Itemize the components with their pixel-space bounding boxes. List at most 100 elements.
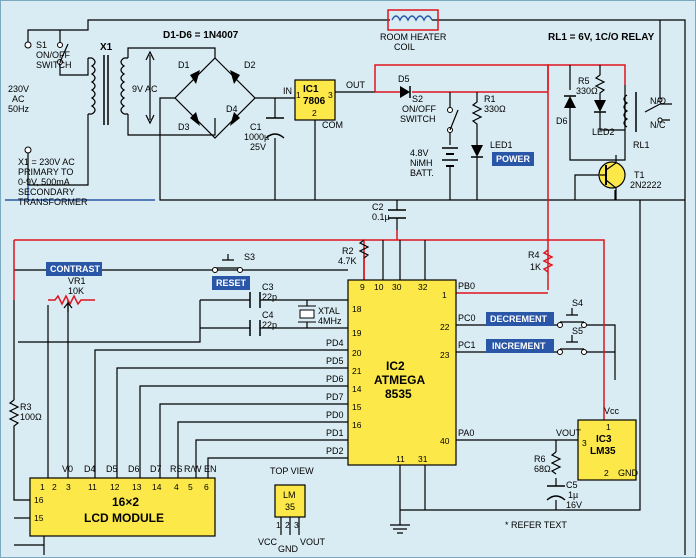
mcu-pc0: PC0 xyxy=(458,313,476,323)
tx-note-1: X1 = 230V AC xyxy=(18,157,75,167)
lm35-ic3-body xyxy=(577,419,637,481)
diodes-note: D1-D6 = 1N4007 xyxy=(163,30,239,41)
lcd-pin-13: 13 xyxy=(132,482,142,492)
lcd-d5: D5 xyxy=(106,464,118,474)
c1-label-1: C1 xyxy=(250,122,262,132)
black-wiring xyxy=(13,19,686,555)
mcu-pd0: PD0 xyxy=(326,410,344,420)
lm35-vcc: Vcc xyxy=(604,406,620,416)
ic1-pin3: 3 xyxy=(328,90,333,100)
r3-label-2: 100Ω xyxy=(20,412,42,422)
transformer-x1-symbol xyxy=(87,55,129,140)
mcu-pin-21: 21 xyxy=(352,366,362,376)
resistor-r1-symbol xyxy=(471,92,483,145)
s2-label-1: S2 xyxy=(412,94,423,104)
mcu-pin-14: 14 xyxy=(352,384,362,394)
mcu-pin-top-1: 9 xyxy=(360,282,365,292)
lcd-module-body xyxy=(29,477,216,537)
led1-symbol xyxy=(471,145,483,200)
resistor-r6-symbol xyxy=(550,451,562,475)
mcu-pin-22: 22 xyxy=(440,322,450,332)
top-view-pin1: 1 xyxy=(276,520,281,530)
mains-label-1: 230V xyxy=(8,84,29,94)
lm35-pin2: 2 xyxy=(604,468,609,478)
r4-label-2: 1K xyxy=(530,262,541,272)
lm35-vout: VOUT xyxy=(556,428,582,438)
mcu-pin-40: 40 xyxy=(440,436,450,446)
tx-note-5: TRANSFORMER xyxy=(18,197,88,207)
lm35-part: LM35 xyxy=(590,446,616,457)
s1-label-2: ON/OFF xyxy=(36,50,70,60)
lm35-gnd: GND xyxy=(618,468,639,478)
c2-label-2: 0.1µ xyxy=(372,212,390,222)
top-view-part-1: LM xyxy=(283,490,296,500)
vr1-label-1: VR1 xyxy=(68,276,86,286)
r2-label-1: R2 xyxy=(342,246,354,256)
tx-note-4: SECONDARY xyxy=(18,187,75,197)
relay-rl1-symbol xyxy=(564,20,672,161)
transistor-t1-symbol xyxy=(598,155,626,200)
lcd-pin-6: 6 xyxy=(204,482,209,492)
capacitor-c5-symbol xyxy=(546,485,566,501)
s2-label-3: SWITCH xyxy=(400,114,436,124)
ic1-pin2: 2 xyxy=(312,108,317,118)
c1-label-3: 25V xyxy=(250,142,266,152)
mcu-pc1: PC1 xyxy=(458,340,476,350)
c5-label-1: C5 xyxy=(566,480,578,490)
mcu-pin-top-4: 32 xyxy=(418,282,428,292)
transformer-label: X1 xyxy=(100,42,113,53)
decrement-badge: DECREMENT xyxy=(486,312,554,326)
mcu-pin-31: 31 xyxy=(418,454,428,464)
mcu-pd2: PD2 xyxy=(326,446,344,456)
ac-voltage-arrow xyxy=(145,50,155,125)
mains-terminal-top xyxy=(24,41,32,49)
ic1-name: IC1 xyxy=(303,84,319,95)
s1-label-1: S1 xyxy=(36,40,47,50)
lcd-d6: D6 xyxy=(128,464,140,474)
d6-label: D6 xyxy=(556,116,568,126)
battery-symbol xyxy=(442,147,458,200)
bridge-diodes xyxy=(190,70,240,126)
lcd-pin-4: 4 xyxy=(174,482,179,492)
top-view-label: TOP VIEW xyxy=(270,466,314,476)
mcu-pd4: PD4 xyxy=(326,338,344,348)
d2-label: D2 xyxy=(244,60,256,70)
mcu-ic2-body xyxy=(347,279,457,466)
t1-label-2: 2N2222 xyxy=(630,180,662,190)
r5-label-2: 330Ω xyxy=(576,86,598,96)
top-view-pin2: 2 xyxy=(285,520,290,530)
ic1-com: COM xyxy=(322,120,343,130)
mcu-part: ATMEGA xyxy=(374,373,425,387)
c3-label-2: 22p xyxy=(262,292,277,302)
ic1-in: IN xyxy=(283,86,292,96)
lcd-pin-11: 11 xyxy=(88,482,97,492)
s4-label: S4 xyxy=(572,298,583,308)
power-badge: POWER xyxy=(492,152,534,166)
capacitor-c2-symbol xyxy=(388,209,406,219)
lcd-pin-12: 12 xyxy=(110,482,120,492)
mcu-pin-23: 23 xyxy=(440,350,450,360)
t1-label-1: T1 xyxy=(634,170,645,180)
d3-label: D3 xyxy=(178,122,190,132)
top-view-part-2: 35 xyxy=(285,502,295,512)
mcu-pin-20: 20 xyxy=(352,348,362,358)
reset-badge: RESET xyxy=(212,276,250,290)
top-view-gnd: GND xyxy=(278,544,299,554)
mcu-pin-top-3: 30 xyxy=(392,282,402,292)
mcu-num: 8535 xyxy=(385,387,412,401)
contrast-badge: CONTRAST xyxy=(46,262,102,276)
c5-label-2: 1µ xyxy=(568,490,578,500)
mcu-pin-top-2: 10 xyxy=(374,282,384,292)
lcd-d4: D4 xyxy=(84,464,96,474)
s3-label: S3 xyxy=(244,252,255,262)
lm35-pin3: 3 xyxy=(582,438,587,448)
r2-label-2: 4.7K xyxy=(338,256,357,266)
resistor-r2-symbol xyxy=(358,239,370,259)
mcu-pin-16: 16 xyxy=(352,420,362,430)
switch-s4-s5-symbol xyxy=(557,308,587,355)
red-wiring xyxy=(13,64,626,420)
potentiometer-vr1-symbol xyxy=(48,294,95,312)
ic1-out: OUT xyxy=(346,80,366,90)
